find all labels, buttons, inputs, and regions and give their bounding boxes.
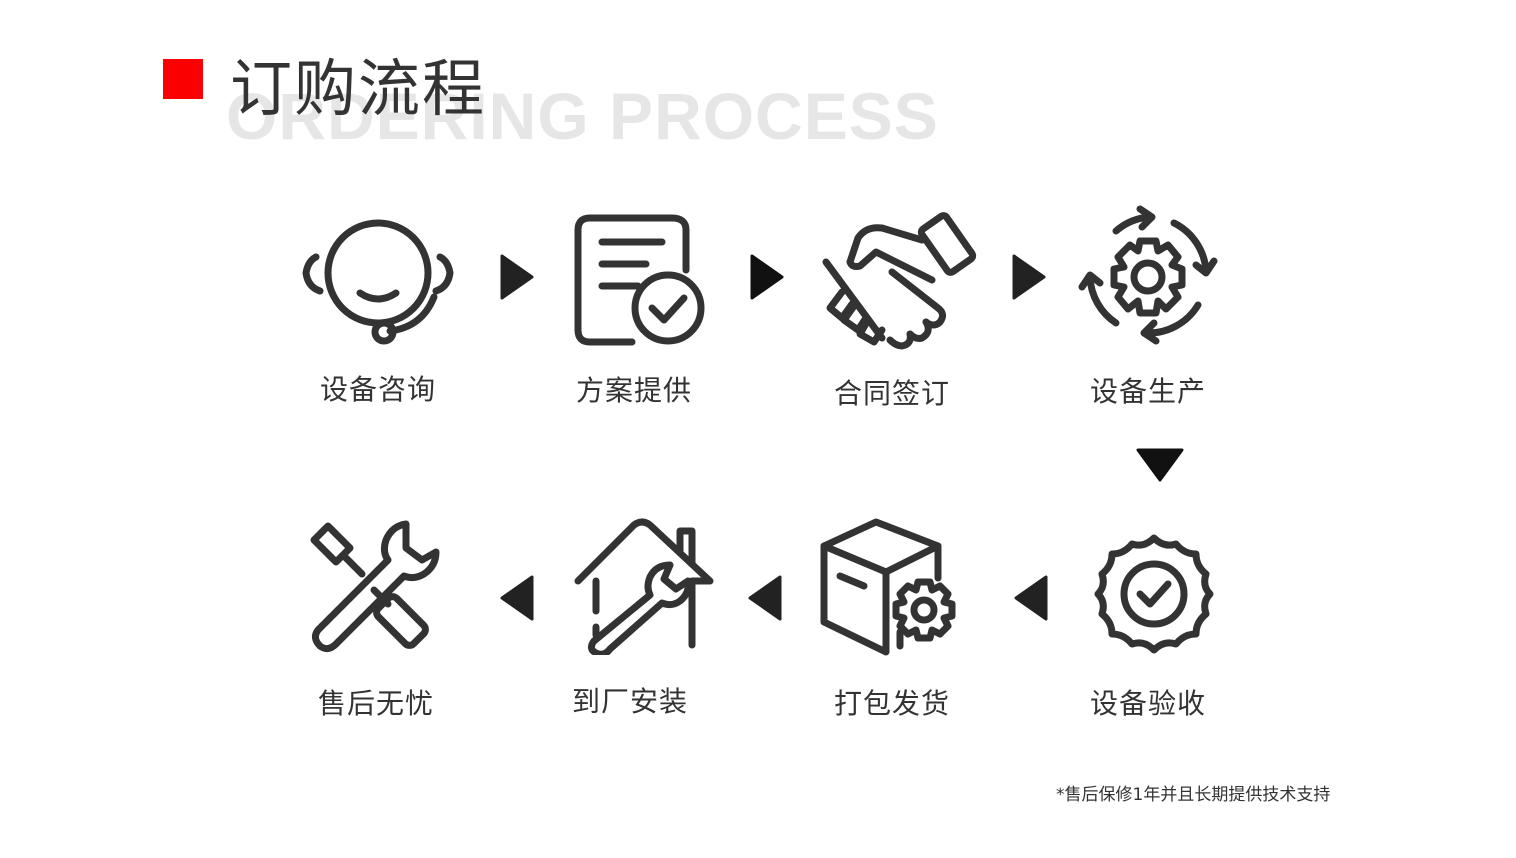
gear-cycle-icon [1078, 205, 1218, 345]
background-title: ORDERING PROCESS [226, 79, 939, 153]
step-label-shipping: 打包发货 [833, 687, 950, 720]
accent-square [163, 59, 203, 99]
house-wrench-icon [572, 515, 716, 655]
box-gear-icon [818, 516, 964, 658]
arrow-right-icon [500, 254, 534, 300]
footnote: *售后保修1年并且长期提供技术支持 [1056, 785, 1331, 805]
document-check-icon [572, 212, 708, 350]
arrow-left-icon [748, 575, 782, 621]
step-label-production: 设备生产 [1089, 375, 1206, 408]
step-label-installation: 到厂安装 [571, 685, 688, 718]
arrow-right-icon [1012, 254, 1046, 300]
step-label-acceptance: 设备验收 [1089, 687, 1206, 720]
arrow-down-icon [1136, 448, 1184, 482]
arrow-left-icon [1014, 575, 1048, 621]
step-label-aftersales: 售后无忧 [317, 687, 434, 720]
badge-check-icon [1092, 532, 1216, 656]
arrow-left-icon [500, 575, 534, 621]
arrow-right-icon [750, 254, 784, 300]
tools-icon [306, 518, 446, 658]
handshake-icon [822, 210, 982, 350]
headset-icon [298, 205, 460, 350]
step-label-contract: 合同签订 [833, 377, 950, 410]
page-title: 订购流程 [230, 52, 487, 125]
step-label-plan: 方案提供 [575, 374, 692, 407]
step-label-consult: 设备咨询 [319, 373, 436, 406]
